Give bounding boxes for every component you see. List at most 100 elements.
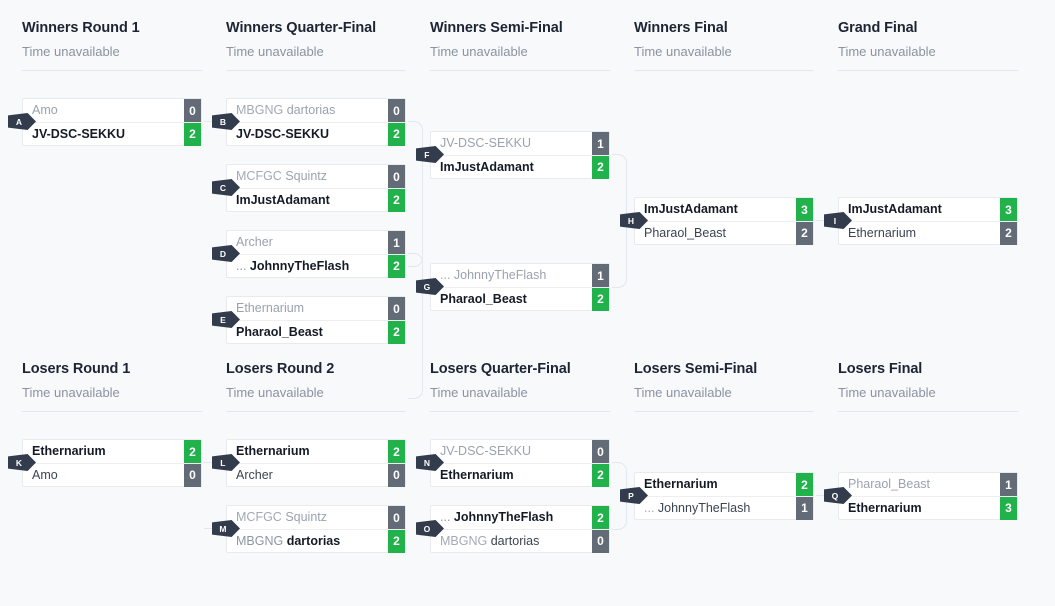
competitor-name: Archer xyxy=(227,469,388,482)
competitor-label: Pharaol_Beast xyxy=(440,292,527,306)
competitor-label: dartorias xyxy=(490,534,540,548)
competitor-label: Archer xyxy=(236,468,273,482)
competitor-name: Amo xyxy=(23,104,184,117)
score-box: 2 xyxy=(1000,221,1017,245)
competitor-label: Squintz xyxy=(285,511,328,524)
competitor-name: ... JohnnyTheFlash xyxy=(227,260,388,273)
round-divider xyxy=(226,70,406,71)
score-box: 2 xyxy=(796,221,813,245)
round-time: Time unavailable xyxy=(22,44,120,59)
score-box: 0 xyxy=(184,99,201,122)
bracket-connector xyxy=(408,253,423,399)
competitor-label: JohnnyTheFlash xyxy=(249,259,350,273)
competitor-name: Ethernarium xyxy=(431,469,592,482)
match-letter-badge-f: F xyxy=(416,146,444,163)
competitor-label: ImJustAdamant xyxy=(236,193,330,207)
competitor-label: JV-DSC-SEKKU xyxy=(440,445,531,458)
round-time: Time unavailable xyxy=(634,44,732,59)
round-title: Losers Round 2 xyxy=(226,361,335,377)
team-tag: MCFGC xyxy=(236,170,282,183)
round-time: Time unavailable xyxy=(838,44,936,59)
match-letter-badge-c: C xyxy=(212,179,240,196)
match-letter-badge-q: Q xyxy=(824,487,852,504)
score-box: 2 xyxy=(388,529,405,553)
round-divider xyxy=(22,411,202,412)
competitor-name: JV-DSC-SEKKU xyxy=(431,137,592,150)
round-title: Winners Semi-Final xyxy=(430,20,563,36)
competitor-name: MBGNG dartorias xyxy=(227,535,388,548)
score-box: 2 xyxy=(592,463,609,487)
score-box: 2 xyxy=(796,473,813,496)
round-divider xyxy=(634,70,814,71)
team-tag: MBGNG xyxy=(236,534,284,548)
round-divider xyxy=(22,70,202,71)
competitor-name: JV-DSC-SEKKU xyxy=(23,128,184,141)
competitor-label: JohnnyTheFlash xyxy=(453,269,547,282)
round-divider xyxy=(226,411,406,412)
competitor-label: Ethernarium xyxy=(32,445,106,458)
match-letter-badge-k: K xyxy=(8,454,36,471)
competitor-name: Ethernarium xyxy=(23,445,184,458)
competitor-name: Pharaol_Beast xyxy=(227,326,388,339)
competitor-name: Ethernarium xyxy=(227,302,388,315)
match-letter-badge-e: E xyxy=(212,311,240,328)
round-title: Losers Quarter-Final xyxy=(430,361,571,377)
competitor-name: MCFGC Squintz xyxy=(227,511,388,524)
competitor-label: dartorias xyxy=(286,534,341,548)
score-box: 3 xyxy=(1000,198,1017,221)
match-letter-badge-l: L xyxy=(212,454,240,471)
match-letter-badge-d: D xyxy=(212,245,240,262)
score-box: 2 xyxy=(184,122,201,146)
competitor-label: JohnnyTheFlash xyxy=(657,501,751,515)
score-box: 1 xyxy=(796,496,813,520)
